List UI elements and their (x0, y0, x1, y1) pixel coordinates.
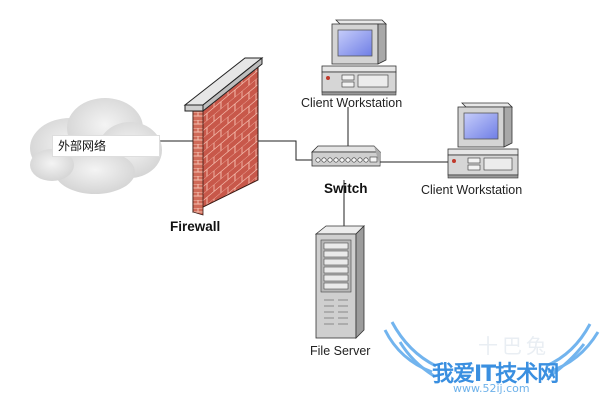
watermark-url: www.52ij.com (453, 382, 530, 395)
workstation-top-icon (321, 19, 397, 96)
client-top-label: Client Workstation (301, 96, 403, 110)
watermark-faint-text: 十巴兔 (478, 334, 550, 358)
firewall-icon (183, 56, 264, 216)
file-server-icon (314, 225, 365, 339)
switch-label: Switch (324, 181, 368, 196)
watermark-wings-icon (383, 321, 600, 378)
internet-label: 外部网络 (52, 135, 160, 157)
client-right-label: Client Workstation (421, 183, 523, 197)
switch-icon (311, 145, 381, 167)
workstation-right-icon (447, 102, 519, 179)
file-server-label: File Server (310, 344, 371, 358)
firewall-label: Firewall (170, 219, 221, 234)
watermark-site-name: 我爱IT技术网 (432, 362, 559, 387)
edge-firewall-switch (258, 140, 314, 161)
